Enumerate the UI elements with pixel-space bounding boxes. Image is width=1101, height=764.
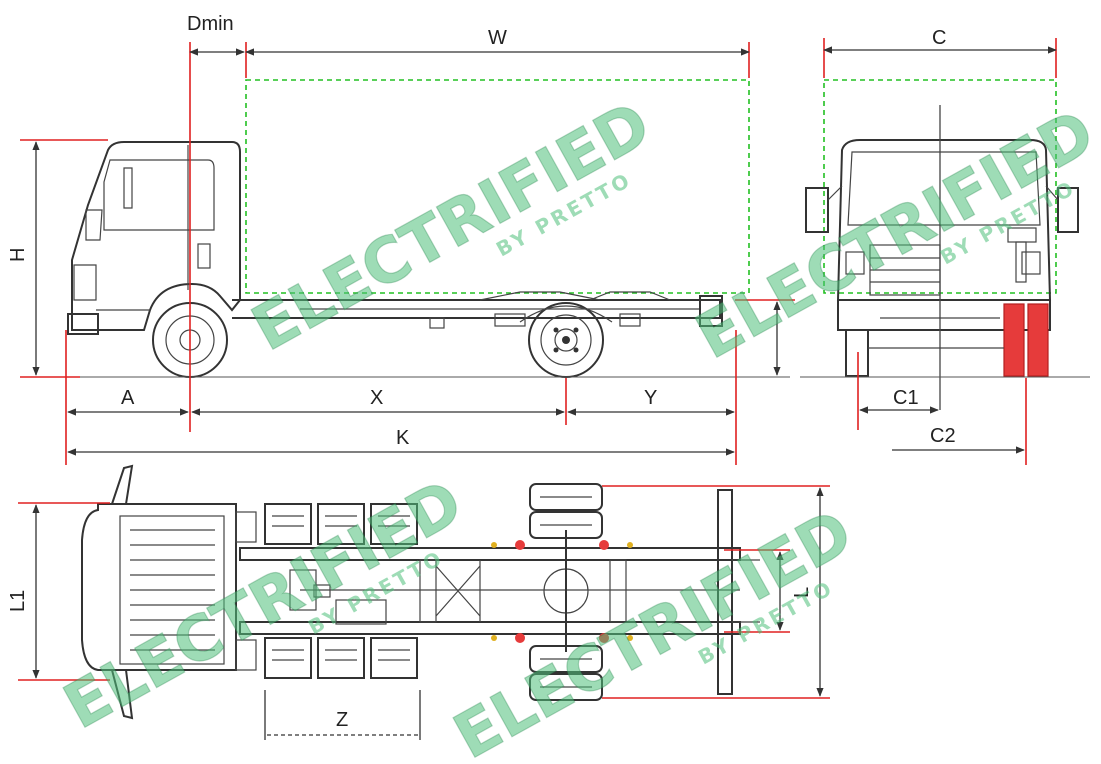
cargo-box-outline-side [245, 79, 750, 294]
top-rear-wheels [491, 483, 633, 701]
c1-label: C1 [893, 387, 919, 409]
c-label: C [932, 27, 946, 49]
side-cab [67, 141, 241, 335]
a-label: A [121, 387, 135, 409]
side-view: Dmin W H A X Y K [7, 13, 795, 465]
top-dimension-lines [32, 487, 824, 740]
watermark-top-right: ELECTRIFIED BY PRETTO [441, 494, 864, 764]
side-rear-wheel [519, 302, 613, 378]
x-label: X [370, 387, 383, 409]
watermark-brand-4: ELECTRIFIED [442, 495, 864, 764]
h-label: H [7, 248, 29, 262]
side-reference-lines [20, 42, 795, 465]
watermark-top-left: ELECTRIFIED BY PRETTO [51, 464, 474, 743]
k-label: K [396, 427, 410, 449]
top-battery-packs [264, 503, 418, 679]
z-label: Z [336, 709, 348, 731]
front-reference-lines [823, 38, 1057, 465]
watermark-side: ELECTRIFIED BY PRETTO [239, 86, 662, 365]
y-label: Y [644, 387, 657, 409]
front-wheels [845, 303, 1049, 377]
l1-label: L1 [7, 590, 29, 612]
top-chassis-frame [239, 489, 760, 695]
front-dimension-lines [823, 46, 1057, 454]
c2-label: C2 [930, 425, 956, 447]
side-chassis-frame [232, 291, 723, 329]
watermark-brand-3: ELECTRIFIED [52, 465, 474, 743]
side-dimension-lines [32, 48, 781, 456]
dmin-label: Dmin [187, 13, 234, 35]
top-view: L1 L Z [7, 464, 830, 740]
top-cab [81, 464, 257, 720]
w-label: W [488, 27, 507, 49]
l-label: L [791, 587, 813, 598]
top-reference-lines [18, 485, 830, 699]
front-view: C C1 C2 [800, 27, 1090, 465]
